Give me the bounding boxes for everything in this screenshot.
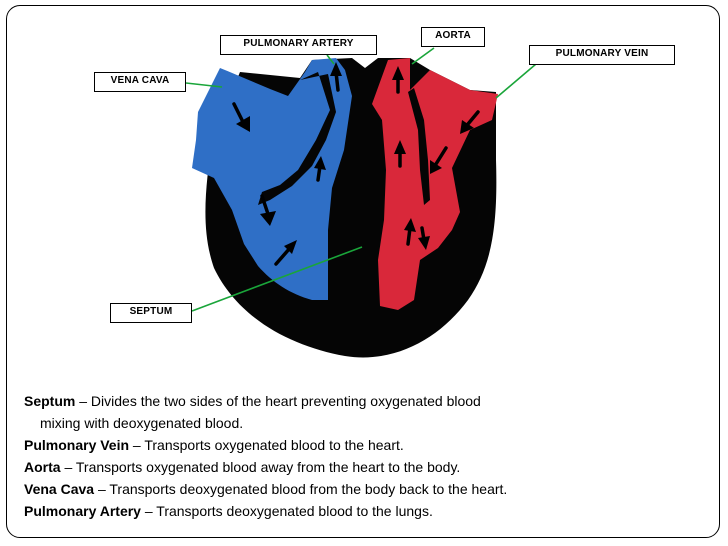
definition-vena-cava: Vena Cava – Transports deoxygenated bloo… [24, 481, 508, 497]
label-pulmonary-artery: PULMONARY ARTERY [220, 35, 377, 55]
leader-lines [185, 47, 537, 312]
label-aorta: AORTA [421, 27, 485, 47]
definition-pulmonary-artery: Pulmonary Artery – Transports deoxygenat… [24, 503, 433, 519]
label-vena-cava: VENA CAVA [94, 72, 186, 92]
right-side-deoxygenated [192, 58, 352, 300]
definitions-list: Septum – Divides the two sides of the he… [24, 390, 624, 522]
definition-pulmonary-vein: Pulmonary Vein – Transports oxygenated b… [24, 437, 404, 453]
label-septum: SEPTUM [110, 303, 192, 323]
definition-septum: Septum – Divides the two sides of the he… [24, 393, 481, 409]
flow-arrows [232, 62, 480, 266]
definition-aorta: Aorta – Transports oxygenated blood away… [24, 459, 461, 475]
left-side-oxygenated [372, 58, 498, 310]
definition-septum-continued: mixing with deoxygenated blood. [40, 415, 244, 431]
label-pulmonary-vein: PULMONARY VEIN [529, 45, 675, 65]
